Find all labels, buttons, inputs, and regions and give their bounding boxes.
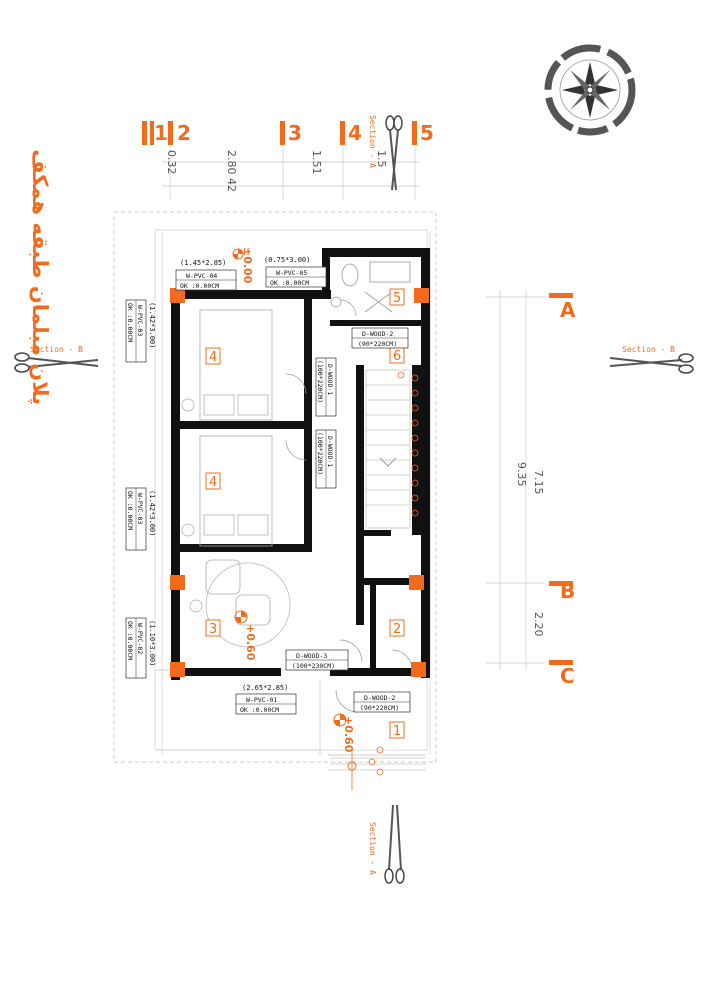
window-name: W-PVC-02 xyxy=(136,623,144,654)
window-size: (1.10*3.00) xyxy=(148,620,156,666)
section-b-left-label: Section - B xyxy=(30,345,83,354)
section-b-left: Section - B xyxy=(14,345,99,373)
window-size: (1.42*3.00) xyxy=(148,302,156,348)
section-cut-scissors-icon xyxy=(385,115,403,191)
structural-columns xyxy=(170,288,429,677)
window-tag-w-pvc-03-upper: W-PVC-03 OK :0.00CM (1.42*3.00) xyxy=(125,299,156,363)
section-b-right-label: Section - B xyxy=(622,345,675,354)
bed-upper xyxy=(181,309,273,421)
window-size: (2.65*2.85) xyxy=(242,684,288,692)
section-a-bottom: Section - A xyxy=(368,804,405,884)
axis-label-4: 4 xyxy=(348,121,362,145)
room-number-4b: 4 xyxy=(209,475,217,490)
room-number-1: 1 xyxy=(393,724,401,739)
section-b-right: Section - B xyxy=(609,345,694,374)
level-label-entry: +0.60 xyxy=(342,716,355,753)
axis-label-5: 5 xyxy=(420,121,434,145)
window-name: W-PVC-04 xyxy=(186,272,217,280)
dim-top-small: 0.32 xyxy=(165,150,178,175)
section-a-top: Section - A xyxy=(368,115,403,191)
section-cut-scissors-icon xyxy=(14,352,99,373)
level-marker-living: +0.60 xyxy=(234,610,257,661)
grid-axes-top: 1 2 3 4 5 xyxy=(142,121,434,200)
level-marker-icon xyxy=(234,610,248,624)
door-size: (100*220CM) xyxy=(316,360,324,403)
door-name: D-WOOD-1 xyxy=(326,436,334,467)
dim-right-c: 2.20 xyxy=(532,612,545,637)
window-tag-w-pvc-05: (0.75*3.00) W-PVC-05 OK :0.00CM xyxy=(264,256,327,288)
room-tags: 5 6 4 4 3 2 1 xyxy=(205,288,405,739)
room-number-3: 3 xyxy=(209,622,217,637)
section-cut-scissors-icon xyxy=(384,804,405,884)
door-name: D-WOOD-3 xyxy=(296,652,327,660)
window-name: W-PVC-03 xyxy=(136,493,144,524)
window-ok: OK :0.00CM xyxy=(126,491,134,530)
door-tag-d-wood-1-lower: D-WOOD-1 (100*220CM) xyxy=(315,429,337,489)
door-tag-d-wood-2-top: D-WOOD-2 (90*220CM) xyxy=(351,327,409,349)
walls xyxy=(171,248,430,680)
entry-stair-lines xyxy=(330,757,426,765)
room-number-6: 6 xyxy=(393,349,401,364)
level-marker-top: ±0.00 xyxy=(232,247,254,284)
section-a-bottom-label: Section - A xyxy=(368,822,377,875)
window-tag-w-pvc-02: W-PVC-02 OK :0.00CM (1.10*3.00) xyxy=(125,617,156,679)
level-marker-icon xyxy=(333,713,347,727)
axis-label-C: C xyxy=(560,664,575,688)
section-a-top-label: Section - A xyxy=(368,115,377,168)
level-label-top: ±0.00 xyxy=(241,247,254,284)
window-size: (0.75*3.00) xyxy=(264,256,310,264)
window-ok: OK :0.00CM xyxy=(126,621,134,660)
window-tag-w-pvc-04: (1.45*2.85) W-PVC-04 OK :0.00CM xyxy=(175,259,237,291)
compass-rose-icon xyxy=(544,44,636,136)
room-number-4a: 4 xyxy=(209,350,217,365)
axis-label-2: 2 xyxy=(177,121,191,145)
window-ok: OK :0.00CM xyxy=(180,282,219,290)
dim-right-b: 9.35 xyxy=(515,462,528,487)
door-tag-d-wood-2-bottom: D-WOOD-2 (90*220CM) xyxy=(353,691,411,713)
door-size: (90*220CM) xyxy=(360,704,399,712)
level-label-living: +0.60 xyxy=(244,624,257,661)
dim-top-d: 1.5 xyxy=(375,150,388,168)
dim-right-a: 7.15 xyxy=(532,470,545,495)
axis-label-3: 3 xyxy=(288,121,302,145)
living-furniture xyxy=(189,559,291,648)
door-size: (100*220CM) xyxy=(316,432,324,475)
window-name: W-PVC-03 xyxy=(136,305,144,336)
window-ok: OK :0.00CM xyxy=(270,279,309,287)
plan-title: پلان مبلمان طبقه همکف xyxy=(28,149,52,405)
window-name: W-PVC-05 xyxy=(276,269,307,277)
axis-label-A: A xyxy=(560,298,576,322)
room-number-2: 2 xyxy=(393,622,401,637)
door-name: D-WOOD-2 xyxy=(362,330,393,338)
window-size: (1.42*3.00) xyxy=(148,490,156,536)
window-ok: OK :0.00CM xyxy=(240,706,279,714)
door-size: (100*230CM) xyxy=(292,662,335,670)
axis-label-B: B xyxy=(560,579,575,603)
level-marker-entry: +0.60 xyxy=(333,713,357,790)
door-tag-d-wood-1-upper: D-WOOD-1 (100*220CM) xyxy=(315,357,337,417)
dim-top-c: 1.51 xyxy=(310,150,323,175)
window-tag-w-pvc-01: (2.65*2.85) W-PVC-01 OK :0.00CM xyxy=(235,684,297,715)
window-size: (1.45*2.85) xyxy=(180,259,226,267)
section-cut-scissors-icon xyxy=(609,353,694,374)
door-tag-d-wood-3: D-WOOD-3 (100*230CM) xyxy=(285,649,349,671)
door-size: (90*220CM) xyxy=(358,340,397,348)
dim-top-b: 42 xyxy=(225,178,238,192)
door-name: D-WOOD-2 xyxy=(364,694,395,702)
dim-top-a: 2.80 xyxy=(225,150,238,175)
bed-lower xyxy=(181,435,273,547)
room-number-5: 5 xyxy=(393,291,401,306)
top-dimensions: 0.32 2.80 42 1.51 1.5 xyxy=(165,150,388,192)
axis-label-1: 1 xyxy=(154,121,168,145)
toilet-fixtures xyxy=(330,261,411,313)
grid-axes-right: A B C 7.15 9.35 2.20 xyxy=(486,290,576,688)
level-marker-icon xyxy=(232,248,244,260)
door-name: D-WOOD-1 xyxy=(326,364,334,395)
stair xyxy=(365,369,419,776)
window-tag-w-pvc-03-lower: W-PVC-03 OK :0.00CM (1.42*3.00) xyxy=(125,487,156,551)
window-name: W-PVC-01 xyxy=(246,696,277,704)
window-ok: OK :0.00CM xyxy=(126,303,134,342)
